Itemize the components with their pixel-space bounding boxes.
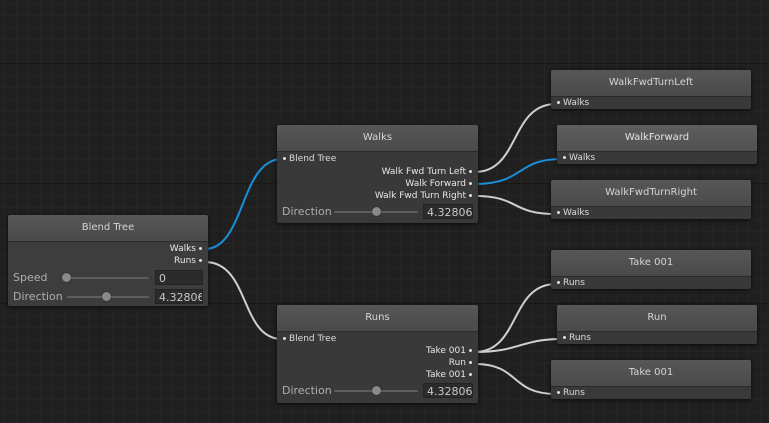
input-port-runs[interactable]: Runs	[554, 387, 585, 399]
port-dot-icon[interactable]	[469, 182, 472, 185]
wire-root-runs	[204, 261, 283, 340]
port-dot-icon[interactable]	[557, 281, 560, 284]
output-port-walk-fwd-turn-right[interactable]: Walk Fwd Turn Right	[375, 190, 475, 202]
direction-param-row: Direction 4.32806	[282, 383, 473, 399]
output-port-take-001-a[interactable]: Take 001	[426, 345, 475, 357]
input-port-walks[interactable]: Walks	[554, 207, 589, 219]
direction-value-field[interactable]: 4.32806	[423, 204, 473, 219]
port-dot-icon[interactable]	[199, 259, 202, 262]
wire-walks-turnleft	[474, 103, 557, 173]
clip-node-walkfwdturnright[interactable]: WalkFwdTurnRight Walks	[551, 180, 751, 219]
wire-runs-take1	[474, 283, 557, 353]
output-port-walk-forward[interactable]: Walk Forward	[405, 178, 475, 190]
port-dot-icon[interactable]	[563, 336, 566, 339]
runs-blend-node[interactable]: Runs Blend Tree Take 001 Run Take 001 Di…	[277, 305, 478, 403]
wire-runs-take2	[474, 363, 557, 395]
input-port-blend-tree[interactable]: Blend Tree	[280, 153, 336, 165]
port-dot-icon[interactable]	[469, 170, 472, 173]
speed-param-row: Speed 0	[13, 270, 203, 286]
root-blend-tree-node[interactable]: Blend Tree Walks Runs Speed 0 Direction …	[8, 215, 208, 306]
port-dot-icon[interactable]	[283, 337, 286, 340]
port-dot-icon[interactable]	[283, 157, 286, 160]
input-port-walks[interactable]: Walks	[560, 152, 595, 164]
output-port-walk-fwd-turn-left[interactable]: Walk Fwd Turn Left	[382, 166, 475, 178]
port-dot-icon[interactable]	[557, 211, 560, 214]
port-dot-icon[interactable]	[469, 194, 472, 197]
speed-slider[interactable]	[67, 277, 149, 279]
output-port-take-001-b[interactable]: Take 001	[426, 369, 475, 381]
direction-label: Direction	[282, 384, 332, 397]
clip-node-take-001-a[interactable]: Take 001 Runs	[551, 250, 751, 289]
input-port-runs[interactable]: Runs	[560, 332, 591, 344]
port-dot-icon[interactable]	[469, 373, 472, 376]
input-port-walks[interactable]: Walks	[554, 97, 589, 109]
direction-slider-knob[interactable]	[372, 207, 381, 216]
node-title[interactable]: WalkForward	[557, 125, 757, 152]
wire-walks-forward	[474, 158, 563, 185]
wire-runs-run	[474, 338, 563, 353]
direction-slider-knob[interactable]	[372, 386, 381, 395]
port-dot-icon[interactable]	[469, 349, 472, 352]
node-title[interactable]: Runs	[277, 305, 478, 332]
direction-param-row: Direction 4.32806	[282, 204, 473, 220]
direction-label: Direction	[13, 290, 63, 303]
walks-blend-node[interactable]: Walks Blend Tree Walk Fwd Turn Left Walk…	[277, 125, 478, 223]
direction-label: Direction	[282, 205, 332, 218]
port-dot-icon[interactable]	[557, 101, 560, 104]
direction-value-field[interactable]: 4.32806	[155, 289, 203, 304]
node-title[interactable]: WalkFwdTurnLeft	[551, 70, 751, 97]
direction-param-row: Direction 4.32806	[13, 289, 203, 305]
clip-node-run[interactable]: Run Runs	[557, 305, 757, 344]
node-title[interactable]: Take 001	[551, 360, 751, 387]
speed-label: Speed	[13, 271, 48, 284]
wire-walks-turnright	[474, 195, 557, 215]
node-title[interactable]: Take 001	[551, 250, 751, 277]
wire-root-walks	[204, 158, 283, 250]
speed-value-field[interactable]: 0	[155, 270, 203, 285]
speed-slider-knob[interactable]	[62, 273, 71, 282]
output-port-run[interactable]: Run	[449, 357, 475, 369]
node-title[interactable]: Blend Tree	[8, 215, 208, 242]
node-title[interactable]: WalkFwdTurnRight	[551, 180, 751, 207]
port-dot-icon[interactable]	[199, 247, 202, 250]
clip-node-take-001-b[interactable]: Take 001 Runs	[551, 360, 751, 399]
output-port-walks[interactable]: Walks	[170, 243, 205, 255]
direction-value-field[interactable]: 4.32806	[423, 383, 473, 398]
input-port-runs[interactable]: Runs	[554, 277, 585, 289]
clip-node-walkfwdturnleft[interactable]: WalkFwdTurnLeft Walks	[551, 70, 751, 109]
input-port-blend-tree[interactable]: Blend Tree	[280, 333, 336, 345]
direction-slider-knob[interactable]	[102, 292, 111, 301]
port-dot-icon[interactable]	[469, 361, 472, 364]
output-port-runs[interactable]: Runs	[174, 255, 205, 267]
port-dot-icon[interactable]	[563, 156, 566, 159]
node-title[interactable]: Run	[557, 305, 757, 332]
clip-node-walkforward[interactable]: WalkForward Walks	[557, 125, 757, 164]
node-title[interactable]: Walks	[277, 125, 478, 152]
port-dot-icon[interactable]	[557, 391, 560, 394]
